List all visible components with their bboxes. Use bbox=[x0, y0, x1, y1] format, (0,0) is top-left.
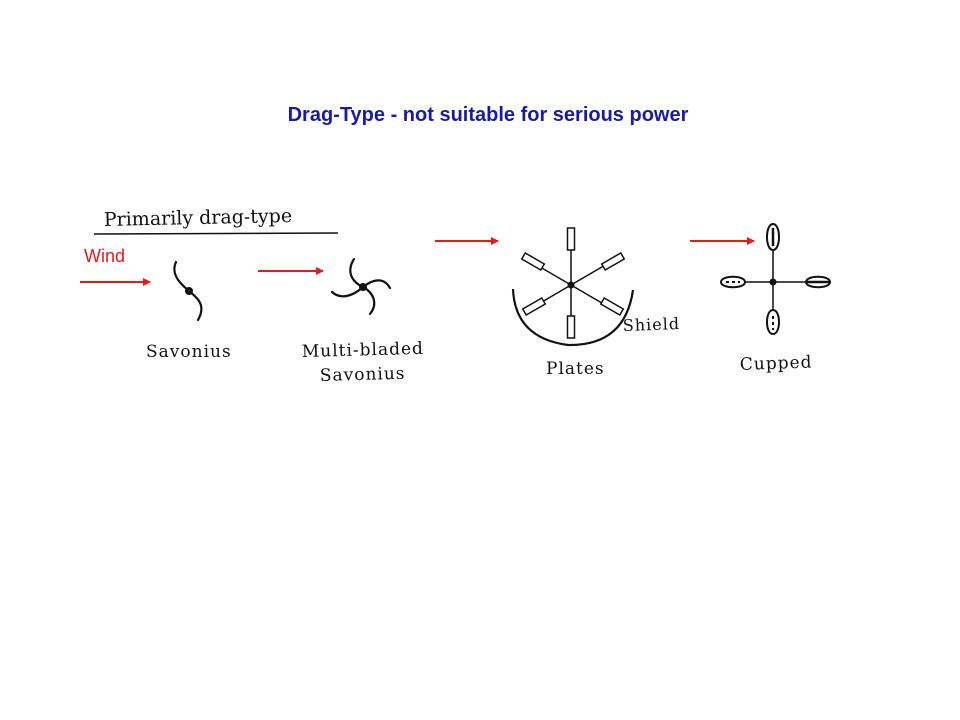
multi-bladed-savonius-rotor bbox=[330, 257, 392, 316]
multi-bladed-label-line2: Savonius bbox=[320, 364, 406, 386]
diagram-heading: Primarily drag-type bbox=[104, 205, 293, 231]
plates-label: Plates bbox=[546, 359, 605, 379]
savonius-label: Savonius bbox=[146, 342, 232, 362]
wind-label: Wind bbox=[84, 246, 125, 266]
savonius-rotor bbox=[173, 260, 203, 322]
cupped-label: Cupped bbox=[739, 352, 812, 375]
multi-bladed-label-line1: Multi-bladed bbox=[302, 339, 425, 362]
slide-title: Drag-Type - not suitable for serious pow… bbox=[287, 104, 689, 126]
plates-rotor bbox=[511, 227, 635, 347]
heading-underline bbox=[93, 232, 339, 235]
shield-label: Shield bbox=[622, 314, 680, 335]
cupped-rotor bbox=[719, 222, 832, 336]
